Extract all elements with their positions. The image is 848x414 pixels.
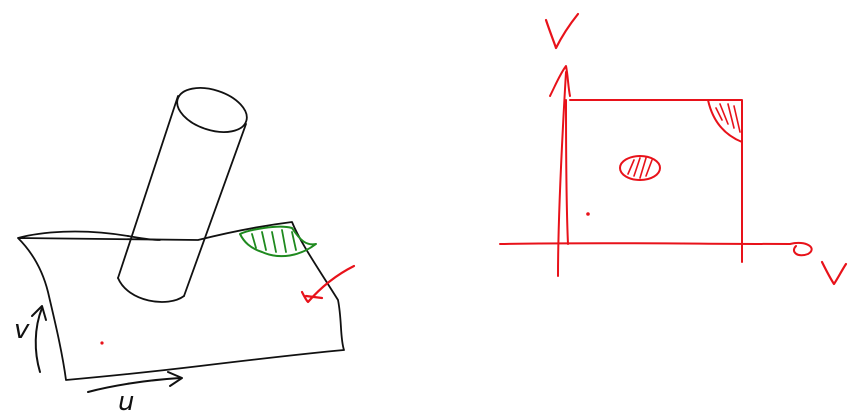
v-arrow-head	[31, 305, 47, 321]
v-axis-line	[557, 71, 567, 277]
hand-drawn-u	[820, 260, 848, 286]
highlight-outline	[239, 225, 317, 258]
curved-surface-patch	[17, 221, 345, 381]
v-direction-arrow: v	[14, 305, 47, 373]
red-checkmark	[300, 264, 356, 304]
u-direction-arrow: u	[87, 371, 183, 414]
cylinder-shape	[117, 87, 248, 303]
left-figure: v u	[14, 87, 356, 414]
cylinder-top-ellipse	[176, 87, 248, 133]
corner-wedge-hatching	[715, 103, 741, 133]
domain-point-dot	[586, 212, 590, 216]
u-axis-line	[499, 242, 813, 257]
u-arrow-head	[167, 371, 183, 387]
highlight-hatching	[251, 229, 297, 253]
v-arrow-shaft	[34, 307, 43, 373]
hatched-region	[239, 225, 317, 258]
center-ellipse-hatching	[627, 157, 653, 179]
cylinder-right-side	[183, 123, 247, 297]
hatched-corner-wedge	[707, 99, 743, 143]
u-arrow-shaft	[87, 377, 181, 393]
v-axis-label: v	[14, 315, 30, 345]
surface-point-dot	[100, 341, 104, 345]
cylinder-left-side	[117, 95, 179, 279]
u-axis-label: u	[118, 387, 134, 414]
center-ellipse-outline	[619, 155, 661, 181]
parameter-domain-square	[565, 99, 743, 263]
right-figure	[499, 12, 848, 286]
hand-drawn-v	[544, 12, 580, 50]
hatched-ellipse	[619, 155, 661, 181]
corner-wedge-outline	[707, 99, 743, 143]
cylinder-base-curve	[117, 277, 185, 303]
v-axis-arrow-head	[549, 65, 571, 97]
